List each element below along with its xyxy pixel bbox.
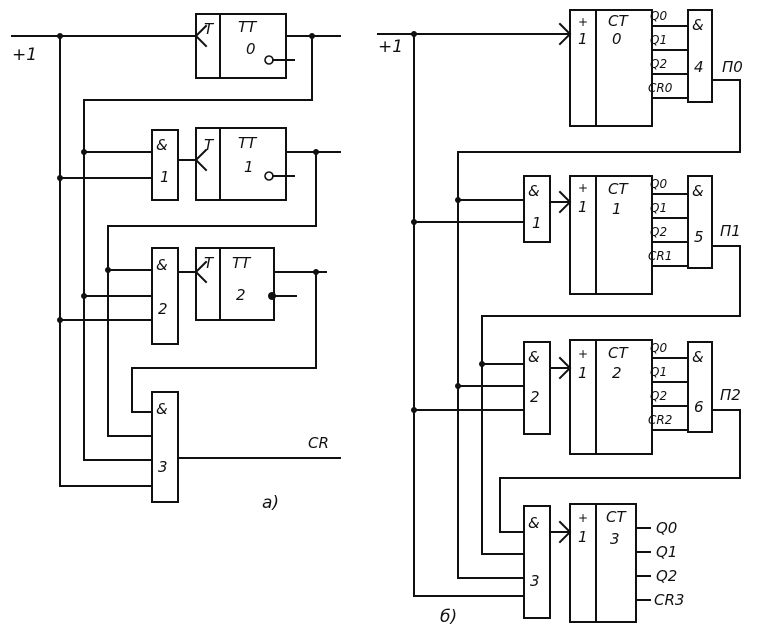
ct2-number: 2 bbox=[612, 364, 622, 382]
ct3-q2: Q2 bbox=[656, 567, 677, 585]
and-gate-4-b bbox=[687, 9, 713, 103]
gate3-number-a: 3 bbox=[158, 458, 168, 476]
ct3-number: 3 bbox=[610, 530, 620, 548]
ct1-q0: Q0 bbox=[650, 177, 667, 191]
and-gate-3-b bbox=[523, 505, 551, 619]
gate4-symbol: & bbox=[692, 16, 704, 34]
tt2-label: TT bbox=[232, 254, 252, 272]
gate2-symbol-a: & bbox=[156, 256, 168, 274]
ct1-q1: Q1 bbox=[650, 201, 667, 215]
ct0-number: 0 bbox=[612, 30, 622, 48]
ct1-cr1: CR1 bbox=[648, 249, 672, 263]
ct1-number: 1 bbox=[612, 200, 622, 218]
ct2-q1: Q1 bbox=[650, 365, 667, 379]
gate1-symbol-b: & bbox=[528, 182, 540, 200]
gate5-symbol: & bbox=[692, 182, 704, 200]
ct2-q2: Q2 bbox=[650, 389, 667, 403]
counter-ct2 bbox=[569, 339, 653, 455]
ct2-q0: Q0 bbox=[650, 341, 667, 355]
ct3-one: 1 bbox=[578, 528, 588, 546]
ct3-cr3: CR3 bbox=[654, 591, 684, 609]
and-gate-6-b bbox=[687, 341, 713, 433]
ct2-cr2: CR2 bbox=[648, 413, 672, 427]
gate1-number-a: 1 bbox=[160, 168, 170, 186]
diagram-a: +1 T TT 0 & 1 bbox=[11, 13, 341, 513]
supply-label-a: +1 bbox=[12, 45, 37, 65]
gate1-number-b: 1 bbox=[532, 214, 542, 232]
ct0-one: 1 bbox=[578, 30, 588, 48]
ct0-q0: Q0 bbox=[650, 9, 667, 23]
ct1-q2: Q2 bbox=[650, 225, 667, 239]
ct0-q2: Q2 bbox=[650, 57, 667, 71]
ct2-plus: + bbox=[578, 347, 588, 361]
tt2-clock-label: T bbox=[204, 254, 215, 272]
flipflop-tt1 bbox=[195, 127, 287, 201]
and-gate-1-a bbox=[151, 129, 179, 201]
ct2-one: 1 bbox=[578, 364, 588, 382]
ct1-label: CT bbox=[608, 180, 629, 198]
counter-ct1 bbox=[569, 175, 653, 295]
ct0-plus: + bbox=[578, 15, 588, 29]
and-gate-2-a bbox=[151, 247, 179, 345]
and-gate-5-b bbox=[687, 175, 713, 269]
gate5-number: 5 bbox=[694, 228, 704, 246]
ct0-q1: Q1 bbox=[650, 33, 667, 47]
gate3-number-b: 3 bbox=[530, 572, 540, 590]
tt0-number: 0 bbox=[246, 40, 256, 58]
flipflop-tt2 bbox=[195, 247, 275, 321]
counter-ct0 bbox=[569, 9, 653, 127]
and-gate-3-a bbox=[151, 391, 179, 503]
ct3-plus: + bbox=[578, 511, 588, 525]
gate3-symbol-b: & bbox=[528, 514, 540, 532]
carry-out-label: CR bbox=[308, 434, 329, 452]
caption-b: б) bbox=[440, 607, 457, 627]
tt1-label: TT bbox=[238, 134, 258, 152]
carry-p1-label: П1 bbox=[720, 222, 741, 240]
ct0-label: CT bbox=[608, 12, 629, 30]
tt0-label: TT bbox=[238, 18, 258, 36]
ct1-one: 1 bbox=[578, 198, 588, 216]
counter-ct3 bbox=[569, 503, 637, 623]
gate6-symbol: & bbox=[692, 348, 704, 366]
inverted-output-ring bbox=[264, 55, 274, 65]
diagram-b: +1 + 1 CT 0 Q0 Q1 Q2 CR0 & 4 П0 bbox=[377, 9, 743, 627]
tt1-number: 1 bbox=[244, 158, 254, 176]
ct1-plus: + bbox=[578, 181, 588, 195]
caption-a: а) bbox=[262, 493, 279, 513]
ct2-label: CT bbox=[608, 344, 629, 362]
flipflop-tt0 bbox=[195, 13, 287, 79]
tt2-number: 2 bbox=[236, 286, 246, 304]
gate2-number-a: 2 bbox=[158, 300, 168, 318]
and-gate-2-b bbox=[523, 341, 551, 435]
ct3-label: CT bbox=[606, 508, 627, 526]
tt1-clock-label: T bbox=[204, 136, 215, 154]
and-gate-1-b bbox=[523, 175, 551, 243]
carry-p2-label: П2 bbox=[720, 386, 741, 404]
gate2-symbol-b: & bbox=[528, 348, 540, 366]
gate1-symbol-a: & bbox=[156, 136, 168, 154]
supply-label-b: +1 bbox=[378, 37, 403, 57]
gate2-number-b: 2 bbox=[530, 388, 540, 406]
carry-p0-label: П0 bbox=[722, 58, 743, 76]
ct3-q1: Q1 bbox=[656, 543, 677, 561]
gate3-symbol-a: & bbox=[156, 400, 168, 418]
gate6-number: 6 bbox=[694, 398, 704, 416]
tt0-clock-label: T bbox=[204, 20, 215, 38]
gate4-number: 4 bbox=[694, 58, 704, 76]
ct0-cr0: CR0 bbox=[648, 81, 673, 95]
ct3-q0: Q0 bbox=[656, 519, 677, 537]
